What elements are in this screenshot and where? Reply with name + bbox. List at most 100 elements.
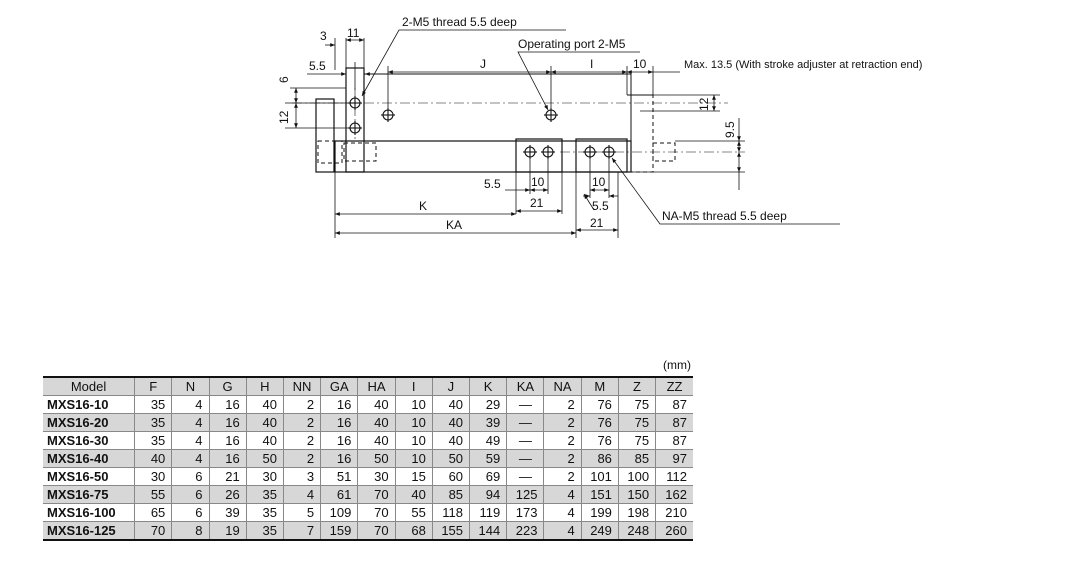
dim-I: I [590, 57, 593, 71]
table-cell: 112 [655, 467, 693, 486]
table-cell: 40 [357, 395, 396, 414]
table-cell: 35 [245, 521, 284, 541]
table-cell: 40 [245, 431, 284, 450]
table-cell: 85 [617, 449, 657, 468]
table-cell: 70 [134, 521, 173, 541]
table-cell: 16 [320, 395, 359, 414]
table-cell: 50 [431, 449, 471, 468]
table-cell: 68 [394, 521, 433, 541]
dim-3: 3 [320, 29, 327, 43]
table-cell: 65 [134, 503, 173, 522]
model-cell: MXS16-125 [43, 521, 136, 541]
column-header: F [134, 376, 173, 396]
table-cell: 223 [506, 521, 545, 541]
table-cell: 125 [506, 485, 545, 504]
table-cell: 109 [320, 503, 359, 522]
table-cell: 86 [580, 449, 619, 468]
dim-6: 6 [277, 76, 291, 83]
table-cell: 40 [431, 413, 471, 432]
holes [348, 96, 616, 159]
thread-top-label: 2-M5 thread 5.5 deep [402, 15, 517, 29]
table-cell: 173 [506, 503, 545, 522]
dim-KA: KA [446, 218, 462, 232]
model-cell: MXS16-50 [43, 467, 136, 486]
table-cell: 40 [431, 431, 471, 450]
table-cell: 49 [469, 431, 508, 450]
table-cell: 40 [245, 395, 284, 414]
table-cell: 16 [208, 431, 247, 450]
table-cell: 155 [431, 521, 471, 541]
column-header: NN [282, 376, 322, 396]
table-cell: 35 [245, 503, 284, 522]
table-cell: 2 [543, 467, 582, 486]
table-cell: 260 [655, 521, 693, 541]
table-cell: 16 [208, 449, 247, 468]
hole-bottom-2 [541, 145, 555, 159]
table-cell: 55 [134, 485, 173, 504]
table-cell: 248 [617, 521, 657, 541]
table-cell: 76 [580, 413, 619, 432]
table-cell: 39 [208, 503, 247, 522]
table-cell: 10 [394, 395, 433, 414]
table-cell: 4 [171, 413, 210, 432]
table-cell: 51 [320, 467, 359, 486]
table-cell: 6 [171, 467, 210, 486]
table-cell: 150 [617, 485, 657, 504]
table-cell: 16 [320, 413, 359, 432]
table-cell: 35 [134, 395, 173, 414]
column-header: GA [320, 376, 359, 396]
table-cell: 2 [543, 449, 582, 468]
dim-5-5-top: 5.5 [309, 59, 326, 73]
table-cell: 151 [580, 485, 619, 504]
table-cell: 75 [617, 431, 657, 450]
hidden-lines [317, 94, 676, 173]
table-outline [364, 73, 632, 142]
table-cell: 16 [208, 395, 247, 414]
table-cell: 3 [282, 467, 322, 486]
table-cell: 69 [469, 467, 508, 486]
table-cell: 76 [580, 395, 619, 414]
table-cell: 39 [469, 413, 508, 432]
table-cell: 7 [282, 521, 322, 541]
table-cell: 87 [655, 413, 693, 432]
column-header: KA [506, 376, 545, 396]
column-header: N [171, 376, 210, 396]
table-cell: 2 [543, 395, 582, 414]
model-cell: MXS16-10 [43, 395, 136, 414]
table-cell: 2 [543, 431, 582, 450]
max-note-label: Max. 13.5 (With stroke adjuster at retra… [684, 59, 922, 71]
hole-bottom-4 [602, 145, 616, 159]
table-cell: 159 [320, 521, 359, 541]
leader-lines [361, 29, 840, 225]
table-cell: 87 [655, 431, 693, 450]
table-cell: 61 [320, 485, 359, 504]
extension-lines [285, 38, 745, 238]
table-cell: 101 [580, 467, 619, 486]
dim-10-bottom-left: 10 [531, 175, 545, 189]
table-cell: 40 [431, 395, 471, 414]
table-cell: 4 [543, 503, 582, 522]
model-cell: MXS16-40 [43, 449, 136, 468]
table-cell: 76 [580, 431, 619, 450]
table-cell: 144 [469, 521, 508, 541]
table-cell: 249 [580, 521, 619, 541]
table-cell: 2 [282, 395, 322, 414]
hole-top-1 [348, 96, 362, 110]
dim-21-left: 21 [530, 196, 544, 210]
dim-10-bottom-right: 10 [592, 175, 606, 189]
table-cell: 4 [171, 395, 210, 414]
table-cell: 6 [171, 485, 210, 504]
dim-11: 11 [347, 26, 360, 40]
table-cell: 70 [357, 503, 396, 522]
port-1 [544, 108, 558, 122]
column-header: I [394, 376, 433, 396]
model-cell: MXS16-30 [43, 431, 136, 450]
dim-J: J [480, 57, 486, 71]
unit-label: (mm) [663, 358, 691, 372]
